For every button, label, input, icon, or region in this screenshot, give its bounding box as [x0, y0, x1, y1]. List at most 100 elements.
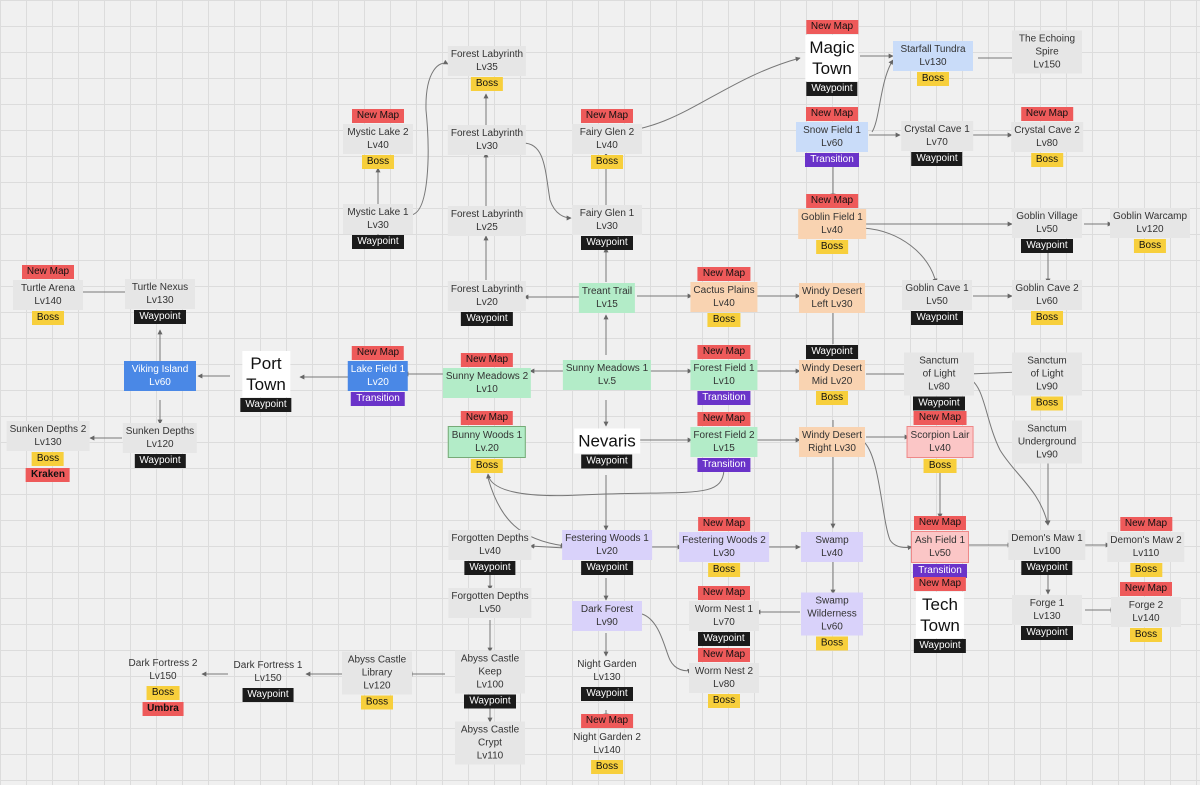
node-label-line: Demon's Maw 1: [1011, 533, 1083, 544]
node-label-line: Forest Labyrinth: [450, 209, 524, 220]
node-label-line: Windy Desert: [801, 430, 863, 441]
node-label-line: Bunny Woods 1: [451, 430, 523, 441]
node-label-line: Lv80: [713, 679, 735, 690]
node-label-line: Lv130: [919, 57, 947, 68]
new-map-badge: New Map: [580, 714, 634, 728]
node-label-line: Lv80: [1036, 138, 1058, 149]
boss-badge: Boss: [360, 695, 394, 710]
waypoint-badge: Waypoint: [134, 310, 186, 324]
node-label-line: Lv90: [1036, 449, 1058, 461]
node-label-line: Festering Woods 2: [682, 535, 766, 546]
new-map-badge: New Map: [805, 194, 859, 208]
node-label-line: Lv35: [476, 62, 498, 73]
new-map-badge: New Map: [805, 107, 859, 121]
new-map-badge: New Map: [697, 267, 751, 281]
node-label-line: Demon's Maw 2: [1110, 535, 1182, 546]
node-label-line: Lv70: [926, 137, 948, 148]
waypoint-badge: Waypoint: [911, 152, 963, 166]
new-map-badge: New Map: [21, 265, 75, 279]
node-label-line: of Light: [1030, 368, 1064, 380]
node-label-line: Lv30: [367, 220, 389, 231]
node-label-line: Sunny Meadows 1: [565, 363, 649, 374]
node-label-line: Lv20: [596, 546, 618, 557]
node-label-line: Lv20: [476, 297, 498, 308]
boss-badge: Boss: [470, 459, 504, 473]
